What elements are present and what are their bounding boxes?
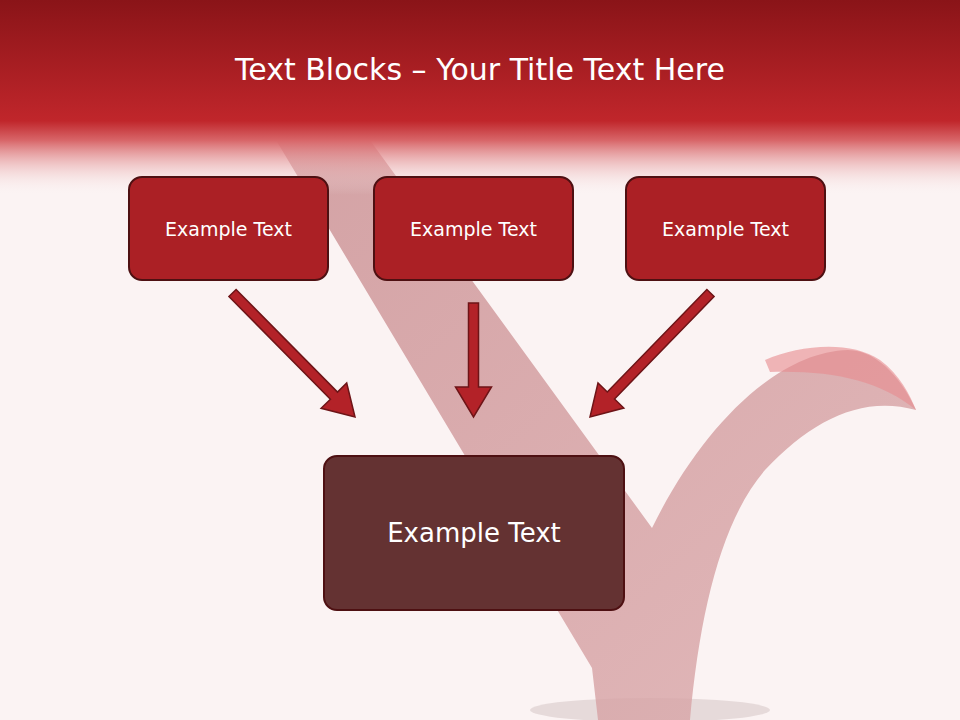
box-text: Example Text [410,218,537,240]
box-text: Example Text [662,218,789,240]
process-box: Example Text [128,176,329,281]
box-text: Example Text [387,518,561,548]
flow-arrow [590,290,714,418]
flow-arrow [229,290,355,418]
process-box: Example Text [625,176,826,281]
title-bar: Text Blocks – Your Title Text Here [0,52,960,87]
checkmark-illustration [258,110,916,720]
flow-arrow [456,303,492,417]
process-box: Example Text [373,176,574,281]
box-text: Example Text [165,218,292,240]
header-band [0,0,960,195]
checkmark-highlight [765,347,916,410]
process-box: Example Text [323,455,625,611]
title-text: Text Blocks – Your Title Text Here [235,52,725,87]
